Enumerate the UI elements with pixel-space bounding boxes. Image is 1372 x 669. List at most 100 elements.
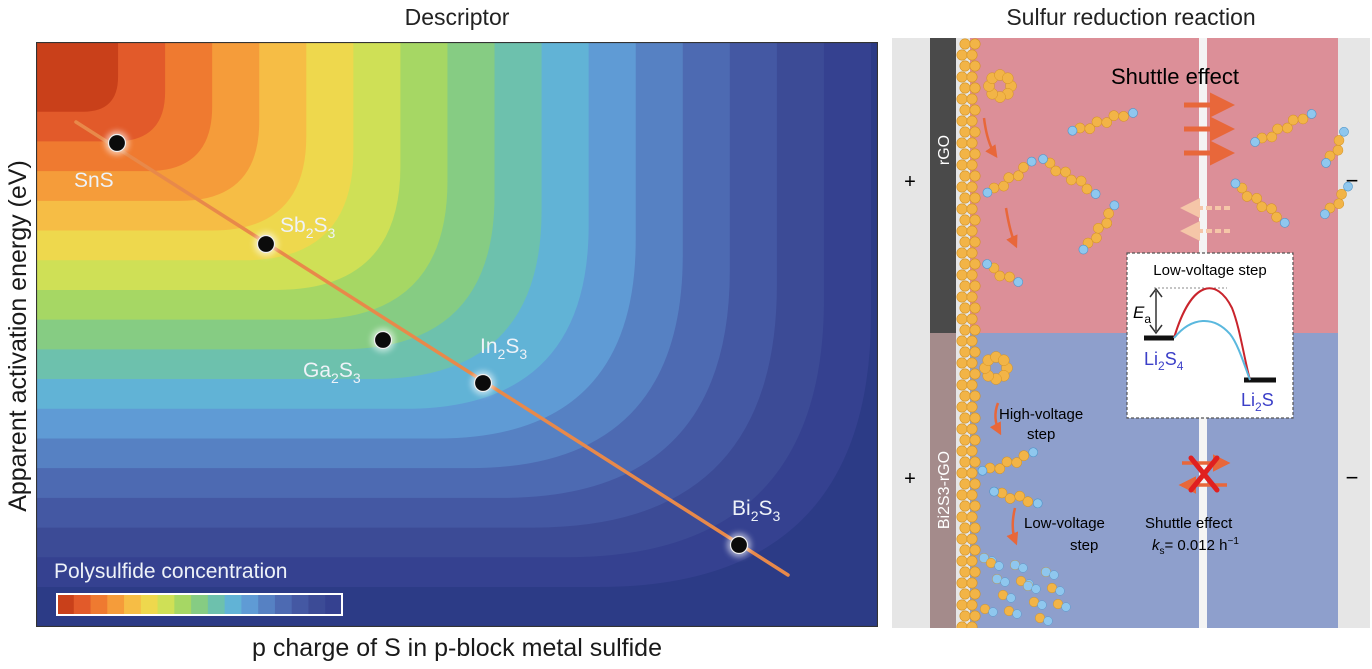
bead [997,590,1008,601]
bead [1028,597,1039,608]
polysulfide-chain [1038,154,1101,199]
point-label-sb2s3: Sb2S3 [280,214,336,241]
plus-sign-bottom: + [904,468,916,490]
low-voltage-step-label-1: Low-voltage [1024,515,1105,532]
bead [979,604,990,615]
bead [1034,613,1045,624]
colorbar-swatch [73,594,92,615]
li2s-label: Li2S [1241,390,1274,414]
polysulfide-chain [977,447,1039,476]
polysulfide-chain [1230,178,1290,228]
x-axis-label: p charge of S in p-block metal sulfide [252,634,662,662]
shuttle-arrows-top [1180,92,1235,241]
panel-border [36,42,878,627]
ea-label: Ea [1133,303,1151,326]
point-label-bi2s3: Bi2S3 [732,497,781,524]
point-sns [107,133,127,153]
point-ga2s3 [373,330,393,350]
colorbar-swatch [157,594,175,615]
polysulfide-chain [982,259,1024,287]
bead [1061,602,1071,612]
point-in2s3 [473,373,493,393]
point-label-in2s3: In2S3 [480,335,527,362]
colorbar-swatch [191,594,209,615]
polysulfide-chain [989,486,1043,509]
reaction-curved-arrows [982,117,1019,546]
point-sb2s3 [256,234,276,254]
high-voltage-step-label-1: High-voltage [999,406,1083,423]
colorbar-swatch [107,594,125,615]
bead [1046,583,1057,594]
colorbar-frame [56,593,343,616]
bi2s3-rgo-electrode [930,333,956,628]
inset-title: Low-voltage step [1153,262,1266,279]
polysulfide-molecules [977,69,1353,626]
sulfur-cathode-column [956,38,981,628]
minus-sign-bottom: − [1346,465,1359,490]
bead [991,574,1002,585]
shuttle-effect-top-label: Shuttle effect [1111,64,1239,89]
colorbar-swatch [124,594,142,615]
rgo-electrode [930,38,956,333]
point-label-ga2s3: Ga2S3 [303,359,361,386]
shuttle-effect-bottom-label: Shuttle effect [1145,515,1233,532]
colorbar-label: Polysulfide concentration [54,560,287,583]
colorbar-swatch [325,594,343,615]
li2s4-label: Li2S4 [1144,349,1184,373]
colorbar-swatch [207,594,226,615]
sulfur-reduction-panel: rGO Bi2S3-rGO + + − − Shuttle effect Low… [892,38,1370,628]
bead [985,558,996,569]
bead [1018,563,1028,573]
blocked-shuttle-arrows [1178,454,1231,494]
colorbar-swatch [174,594,192,615]
bead [1022,581,1033,592]
s8-ring [979,351,1013,385]
colorbar-swatch [224,594,242,615]
colorbar-swatch [90,594,108,615]
plus-sign-top: + [904,171,916,193]
colorbar-swatch [274,594,293,615]
high-voltage-step-label-2: step [1027,426,1055,443]
bead [1006,593,1016,603]
polysulfide-chain [982,156,1037,198]
polysulfide-chain [1078,200,1120,255]
colorbar-swatch [57,594,75,615]
uncatalyzed-barrier-curve [1173,287,1251,381]
catalyzed-barrier-curve [1173,320,1251,381]
polysulfide-chain [1250,109,1317,147]
contour-band [36,42,119,112]
colorbar [57,594,343,615]
point-label-sns: SnS [74,169,114,192]
colorbar-swatch [140,594,159,615]
rate-constant-label: ks= 0.012 h−1 [1152,536,1239,557]
colorbar-swatch [308,594,326,615]
polysulfide-chain [1067,108,1138,136]
polysulfide-chain [1320,181,1353,219]
colorbar-swatch [241,594,259,615]
sulfur-reduction-title: Sulfur reduction reaction [1006,4,1256,30]
s8-ring [983,69,1017,103]
bead [1009,560,1020,571]
bead [1055,586,1065,596]
contour-bands [36,42,871,587]
blocked-cross-icon [1188,455,1220,493]
bead [1000,577,1010,587]
bead [994,561,1004,571]
descriptor-title: Descriptor [404,4,510,30]
colorbar-swatch [258,594,276,615]
colorbar-swatch [291,594,309,615]
bead [1031,584,1041,594]
y-axis-label: Apparent activation energy (eV) [4,160,32,512]
low-voltage-inset: Low-voltage step Ea Li2S4 Li2S [1126,252,1294,419]
point-bi2s3 [729,535,749,555]
bead [1040,567,1051,578]
trend-line [74,120,790,577]
bead [1049,570,1059,580]
bead [1043,616,1053,626]
low-voltage-step-label-2: step [1070,537,1098,554]
bead [1012,609,1022,619]
bead [1003,606,1014,617]
bead [1037,600,1047,610]
bi2s3-rgo-label: Bi2S3-rGO [936,451,953,529]
